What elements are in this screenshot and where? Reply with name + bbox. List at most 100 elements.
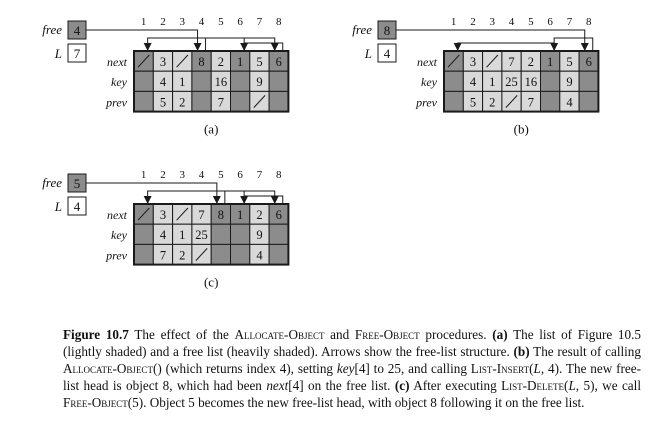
cell-value: 16 [525, 75, 538, 89]
cell-key-8 [578, 70, 599, 92]
cell-value: 1 [489, 75, 495, 89]
row-label-key: key [111, 75, 128, 89]
cell-value: 7 [528, 95, 534, 109]
cell-value: 16 [215, 75, 228, 89]
free-list-arrow [396, 29, 589, 51]
index-label: 3 [490, 16, 496, 28]
cell-prev-8 [268, 243, 289, 266]
index-label: 5 [218, 16, 224, 28]
nil-slash [137, 207, 150, 221]
free-label: free [42, 175, 62, 190]
index-label: 7 [257, 16, 263, 28]
nil-slash [486, 54, 499, 68]
array-border [443, 50, 600, 113]
row-label-key: key [111, 228, 128, 242]
free-list-arrow [550, 37, 594, 51]
nil-slash [176, 207, 189, 221]
cell-key-6 [230, 223, 251, 245]
list-head-box [67, 43, 87, 63]
cell-value: 7 [218, 95, 224, 109]
cell-value: 5 [566, 55, 572, 69]
free-list-arrow [205, 37, 279, 51]
cell-value: 1 [547, 55, 553, 69]
panel-caption: (b) [514, 122, 529, 137]
cell-value: 1 [237, 208, 243, 222]
index-label: 3 [180, 16, 186, 28]
cell-key-5 [210, 223, 231, 245]
caption-text: [4] on the free list. [288, 378, 395, 393]
row-label-next: next [417, 55, 438, 69]
cell-key-4 [191, 70, 212, 92]
cell-prev-1 [443, 90, 464, 113]
cell-value: 25 [195, 228, 208, 242]
caption-procedure: Free-Object [63, 395, 128, 410]
cell-value: 2 [256, 208, 262, 222]
index-label: 6 [547, 16, 553, 28]
nil-slash [137, 54, 150, 68]
free-list-arrow [240, 195, 284, 204]
index-label: 6 [237, 16, 243, 28]
cell-key-1 [133, 223, 154, 245]
index-label: 4 [199, 169, 205, 181]
cell-value: 6 [276, 208, 282, 222]
cell-key-6 [540, 70, 561, 92]
index-label: 5 [218, 169, 224, 181]
cell-value: 2 [489, 95, 495, 109]
index-label: 3 [180, 169, 186, 181]
row-label-next: next [107, 208, 128, 222]
cell-value: 4 [566, 95, 573, 109]
caption-italic: next [266, 378, 289, 393]
cell-value: 4 [160, 228, 167, 242]
caption-text: ( [529, 361, 534, 376]
cell-value: 3 [470, 55, 476, 69]
free-pointer-value: 5 [74, 176, 81, 191]
index-label: 8 [276, 169, 282, 181]
index-label: 8 [276, 16, 282, 28]
cell-prev-4 [191, 90, 212, 113]
caption-text: (5). Object 5 becomes the new free-list … [127, 395, 585, 410]
panel-caption: (c) [204, 275, 218, 290]
caption-procedure: List-Insert [470, 361, 530, 376]
cell-prev-8 [268, 90, 289, 113]
row-label-prev: prev [415, 95, 438, 109]
caption-italic: L [533, 361, 541, 376]
caption-part-label: (a) [492, 327, 508, 342]
cell-value: 25 [505, 75, 518, 89]
caption-italic: key [336, 361, 355, 376]
cell-value: 8 [198, 55, 204, 69]
free-list-arrow [453, 42, 555, 51]
cell-prev-5 [210, 243, 231, 266]
list-head-label: L [364, 46, 372, 61]
array-border [133, 203, 290, 266]
free-list-arrow [240, 42, 284, 51]
index-label: 8 [586, 16, 592, 28]
cell-value: 1 [179, 75, 185, 89]
cell-key-1 [133, 70, 154, 92]
nil-slash [253, 95, 266, 108]
panel-caption: (a) [204, 122, 218, 137]
index-label: 2 [160, 169, 166, 181]
free-list-arrow [143, 37, 245, 51]
cell-value: 3 [160, 55, 166, 69]
caption-text: and [324, 327, 355, 342]
cell-value: 5 [256, 55, 262, 69]
caption-text: The effect of the [128, 327, 235, 342]
cell-value: 9 [256, 75, 262, 89]
caption-text: , 4). The new free-list head is object 8… [63, 361, 641, 393]
cell-key-6 [230, 70, 251, 92]
list-head-box [377, 43, 397, 63]
index-label: 4 [199, 16, 205, 28]
caption-text: () (which returns index 4), setting [152, 361, 337, 376]
cell-value: 6 [586, 55, 592, 69]
cell-value: 1 [179, 228, 185, 242]
caption-part-label: (c) [394, 378, 410, 393]
row-label-prev: prev [105, 248, 128, 262]
caption-procedure: List-Delete [501, 378, 565, 393]
cell-value: 4 [470, 75, 477, 89]
index-label: 7 [567, 16, 573, 28]
cell-value: 7 [198, 208, 204, 222]
cell-value: 1 [237, 55, 243, 69]
free-list-arrow [86, 29, 202, 51]
cell-key-1 [443, 70, 464, 92]
